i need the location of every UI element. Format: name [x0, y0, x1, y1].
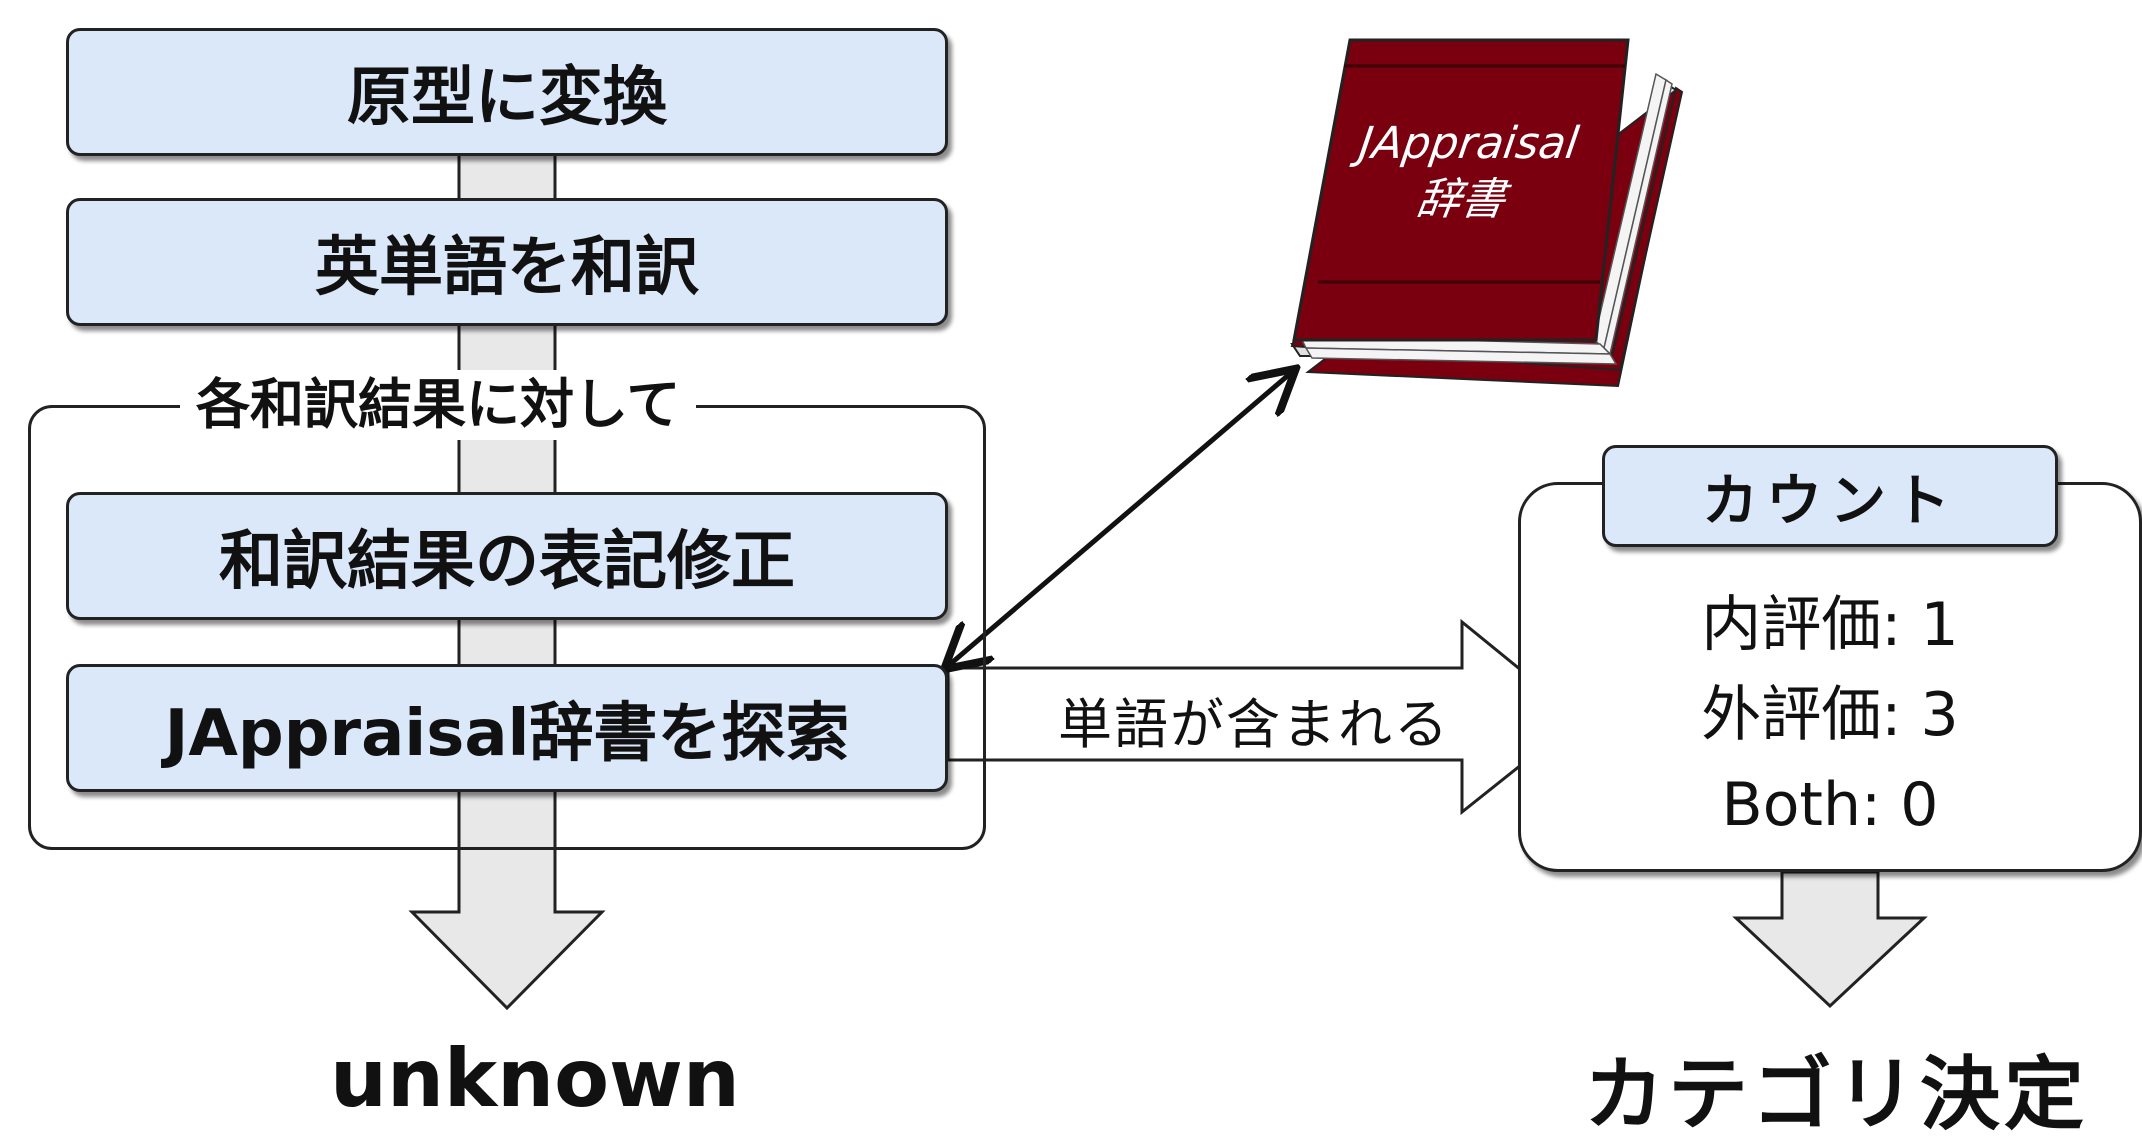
dictionary-title-line1: JAppraisal	[1356, 118, 1582, 169]
count-outer-evaluation: 外評価: 3	[1701, 680, 1959, 750]
count-title-text: カウント	[1702, 468, 1958, 534]
count-values: 内評価: 1 外評価: 3 Both: 0	[1520, 580, 2140, 850]
step-fix-translation-notation: 和訳結果の表記修正	[66, 492, 948, 620]
step-search-dictionary: JAppraisal辞書を探索	[66, 664, 948, 792]
output-category-decision: カテゴリ決定	[1584, 1048, 2088, 1141]
contains-word-label: 単語が含まれる	[1058, 693, 1450, 756]
count-box	[1518, 482, 2142, 872]
count-down-arrow	[1732, 870, 1928, 1009]
step-convert-to-base-form: 原型に変換	[66, 28, 948, 156]
step-label: 和訳結果の表記修正	[219, 525, 795, 599]
dictionary-title: JAppraisal 辞書	[1322, 116, 1608, 228]
step-translate-english-word: 英単語を和訳	[66, 198, 948, 326]
step-label: 英単語を和訳	[315, 231, 699, 305]
dictionary-book-icon	[1290, 38, 1684, 388]
step-label: JAppraisal辞書を探索	[164, 697, 850, 771]
count-title: カウント	[1602, 445, 2058, 547]
output-unknown: unknown	[330, 1032, 740, 1125]
count-both: Both: 0	[1721, 770, 1939, 840]
dictionary-title-line2: 辞書	[1413, 174, 1509, 225]
lookup-double-arrow	[948, 372, 1292, 666]
loop-group-label: 各和訳結果に対して	[180, 370, 697, 440]
step-label: 原型に変換	[347, 61, 667, 135]
count-inner-evaluation: 内評価: 1	[1701, 590, 1959, 660]
